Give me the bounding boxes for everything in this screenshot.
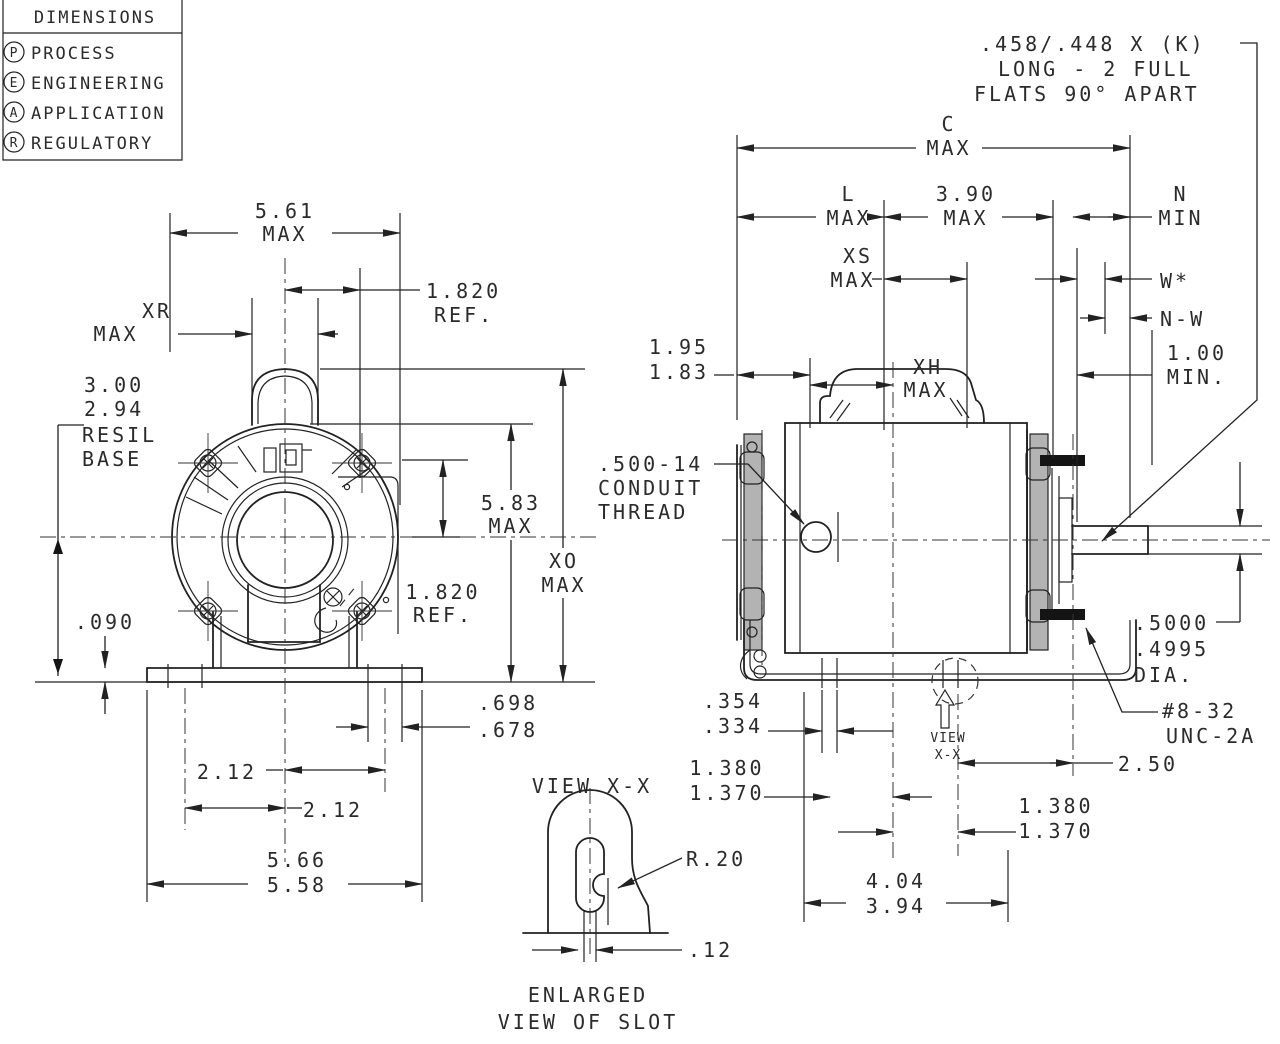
dim-212l: 2.12 [303,798,363,822]
dim-558: 5.58 [267,873,327,897]
dim-n-min: MIN [1158,206,1203,230]
dim-xr-max: MAX [93,322,138,346]
dim-561-max: MAX [262,222,307,246]
dim-c-max: MAX [926,136,971,160]
note-resil-4: BASE [82,447,142,471]
dim-xs-max: MAX [830,268,875,292]
front-dimensions: 5.61 MAX 1.820 REF. XR MAX 3.00 2.94 RES… [53,199,586,902]
dim-n: N [1173,182,1188,206]
dim-195: 1.95 [649,335,709,359]
note-enlarged-2: VIEW OF SLOT [498,1010,679,1034]
dim-090: .090 [75,610,135,634]
legend-code: R [10,136,19,151]
legend-row-regulatory: R REGULATORY [3,131,153,154]
dim-250: 2.50 [1118,752,1178,776]
legend-row-application: A APPLICATION [3,101,166,124]
dim-1820h: 1.820 [426,279,501,303]
dim-390-max: MAX [943,206,988,230]
dim-334: .334 [703,714,763,738]
enlarged-slot-view: VIEW X-X R.20 .12 ENLARGED VIEW OF SLOT [498,774,746,1034]
dim-xh-max: MAX [903,378,948,402]
front-view [35,258,600,862]
dim-390: 3.90 [936,182,996,206]
legend-title: DIMENSIONS [34,8,156,28]
view-xx-small-2: X-X [935,748,961,763]
dim-xr: XR [142,299,172,323]
legend-label: REGULATORY [31,134,153,154]
dim-xs: XS [843,244,873,268]
legend-label: PROCESS [31,44,117,64]
dim-12: .12 [688,938,733,962]
note-conduit-3: THREAD [598,500,688,524]
dim-w: W* [1160,269,1190,293]
note-conduit-2: CONDUIT [598,476,703,500]
legend-row-engineering: E ENGINEERING [3,71,166,94]
mount-bolt [178,433,238,493]
dim-4995: .4995 [1134,637,1209,661]
dim-nw: N-W [1160,307,1205,331]
note-r20: R.20 [686,847,746,871]
dim-394: 3.94 [866,894,926,918]
mount-bolt [332,433,392,493]
dim-xo: XO [549,549,579,573]
mount-bolt [332,581,392,641]
detail-circle [931,657,979,705]
dim-561: 5.61 [255,199,315,223]
dim-1820v-ref: REF. [413,603,473,627]
dim-678: .678 [478,718,538,742]
note-resil-1: 3.00 [84,373,144,397]
note-conduit-1: .500-14 [598,452,703,476]
view-xx-label: VIEW X-X [532,774,652,798]
view-direction-arrow [934,688,956,729]
dim-212r: 2.12 [197,760,257,784]
view-xx-small-1: VIEW [930,731,965,746]
dim-1370b: 1.370 [1018,819,1093,843]
dim-354: .354 [703,689,763,713]
dim-l: L [841,182,856,206]
dim-566: 5.66 [267,848,327,872]
dim-583: 5.83 [481,491,541,515]
dim-183: 1.83 [649,360,709,384]
dim-100-min: MIN. [1167,365,1227,389]
note-screw-1: #8-32 [1162,699,1237,723]
dim-1380a: 1.380 [689,756,764,780]
note-flats-3: FLATS 90° APART [974,82,1200,106]
dim-c: C [941,112,956,136]
note-flats-2: LONG - 2 FULL [998,57,1194,81]
dim-583-max: MAX [488,514,533,538]
legend-row-process: P PROCESS [3,41,117,64]
dim-xo-max: MAX [541,573,586,597]
note-flats-1: .458/.448 X (K) [980,32,1206,56]
dim-l-max: MAX [826,206,871,230]
dim-1380b: 1.380 [1018,794,1093,818]
dim-dia: DIA. [1134,663,1194,687]
dim-404: 4.04 [866,869,926,893]
note-resil-3: RESIL [82,423,157,447]
dim-1370a: 1.370 [689,781,764,805]
legend-code: E [10,76,19,91]
legend-box: DIMENSIONS P PROCESS E ENGINEERING A APP… [2,0,183,161]
note-resil-2: 2.94 [84,397,144,421]
dim-xh: XH [913,355,943,379]
note-enlarged-1: ENLARGED [528,983,648,1007]
legend-code: P [10,46,19,61]
dim-1820v: 1.820 [405,580,480,604]
legend-code: A [10,106,19,121]
shaft-flats-note: .458/.448 X (K) LONG - 2 FULL FLATS 90° … [974,32,1258,542]
legend-label: ENGINEERING [31,74,166,94]
dim-5000: .5000 [1134,611,1209,635]
side-dimensions: C MAX L MAX 3.90 MAX N MIN XS MAX W* N-W… [598,112,1256,922]
legend-label: APPLICATION [31,104,166,124]
dim-698: .698 [478,691,538,715]
mount-bolt [178,581,238,641]
dim-100: 1.00 [1167,341,1227,365]
dim-1820h-ref: REF. [434,303,494,327]
note-screw-2: UNC-2A [1166,724,1256,748]
